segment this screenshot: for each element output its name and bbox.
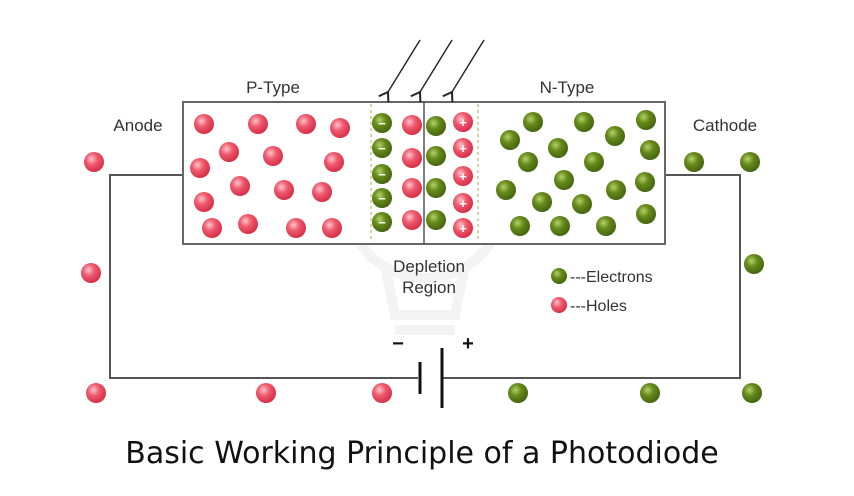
electron: [496, 180, 516, 200]
hole: [324, 152, 344, 172]
negative-ion: [372, 212, 392, 232]
hole: [194, 192, 214, 212]
electron: [684, 152, 704, 172]
electron: [523, 112, 543, 132]
hole: [86, 383, 106, 403]
legend-holes-label: ---Holes: [570, 298, 627, 315]
electron: [426, 178, 446, 198]
positive-ion: [453, 112, 473, 132]
negative-ion: [372, 138, 392, 158]
electron: [635, 172, 655, 192]
electron: [596, 216, 616, 236]
electron: [426, 116, 446, 136]
n-type-label: N-Type: [540, 78, 595, 97]
electron: [532, 192, 552, 212]
negative-ion-sign: −: [378, 191, 386, 206]
electron: [640, 140, 660, 160]
hole: [256, 383, 276, 403]
hole: [263, 146, 283, 166]
negative-ion-sign: −: [378, 116, 386, 131]
hole: [194, 114, 214, 134]
electron: [574, 112, 594, 132]
electron: [548, 138, 568, 158]
electron: [550, 216, 570, 236]
diagram-caption: Basic Working Principle of a Photodiode: [125, 436, 718, 471]
hole: [330, 118, 350, 138]
hole: [402, 210, 422, 230]
electron: [510, 216, 530, 236]
hole: [296, 114, 316, 134]
electron: [636, 110, 656, 130]
hole: [286, 218, 306, 238]
negative-ion-sign: −: [378, 167, 386, 182]
negative-ion: [372, 113, 392, 133]
hole: [248, 114, 268, 134]
hole: [219, 142, 239, 162]
hole: [312, 182, 332, 202]
hole: [230, 176, 250, 196]
electron: [518, 152, 538, 172]
electron: [740, 152, 760, 172]
circuit-wire: [109, 174, 741, 379]
depletion-label-line1: Depletion: [393, 257, 465, 276]
negative-ion-sign: −: [378, 141, 386, 156]
negative-ion: [372, 164, 392, 184]
hole: [81, 263, 101, 283]
hole: [190, 158, 210, 178]
hole: [402, 148, 422, 168]
battery-negative-sign: −: [392, 333, 404, 355]
electron: [584, 152, 604, 172]
electron: [426, 146, 446, 166]
negative-ion-sign: −: [378, 215, 386, 230]
hole: [402, 115, 422, 135]
electron: [554, 170, 574, 190]
electron: [572, 194, 592, 214]
positive-ion-sign: +: [459, 196, 467, 211]
positive-ion-sign: +: [459, 115, 467, 130]
hole: [402, 178, 422, 198]
legend-electron-swatch: [551, 268, 567, 284]
positive-ion-sign: +: [459, 141, 467, 156]
electron: [744, 254, 764, 274]
positive-ion-sign: +: [459, 169, 467, 184]
electron: [640, 383, 660, 403]
cathode-label: Cathode: [693, 116, 757, 135]
hole: [372, 383, 392, 403]
p-type-label: P-Type: [246, 78, 300, 97]
positive-ion: [453, 218, 473, 238]
hole: [84, 152, 104, 172]
electron: [636, 204, 656, 224]
incident-light-arrows-icon: [378, 39, 485, 103]
electron: [500, 130, 520, 150]
positive-ion: [453, 166, 473, 186]
positive-ion: [453, 138, 473, 158]
charge-carriers: − − − − − + + + + +: [81, 110, 764, 403]
negative-ion: [372, 188, 392, 208]
electron: [508, 383, 528, 403]
depletion-label-line2: Region: [402, 278, 456, 297]
hole: [238, 214, 258, 234]
hole: [274, 180, 294, 200]
legend-electrons-label: ---Electrons: [570, 269, 653, 286]
positive-ion: [453, 193, 473, 213]
legend: ---Electrons ---Holes: [551, 268, 653, 315]
legend-hole-swatch: [551, 297, 567, 313]
electron: [426, 210, 446, 230]
electron: [742, 383, 762, 403]
hole: [322, 218, 342, 238]
depletion-region: [370, 102, 479, 244]
hole: [202, 218, 222, 238]
battery: − +: [392, 333, 474, 408]
battery-positive-sign: +: [462, 333, 474, 355]
electron: [606, 180, 626, 200]
electron: [605, 126, 625, 146]
positive-ion-sign: +: [459, 221, 467, 236]
anode-label: Anode: [113, 116, 162, 135]
